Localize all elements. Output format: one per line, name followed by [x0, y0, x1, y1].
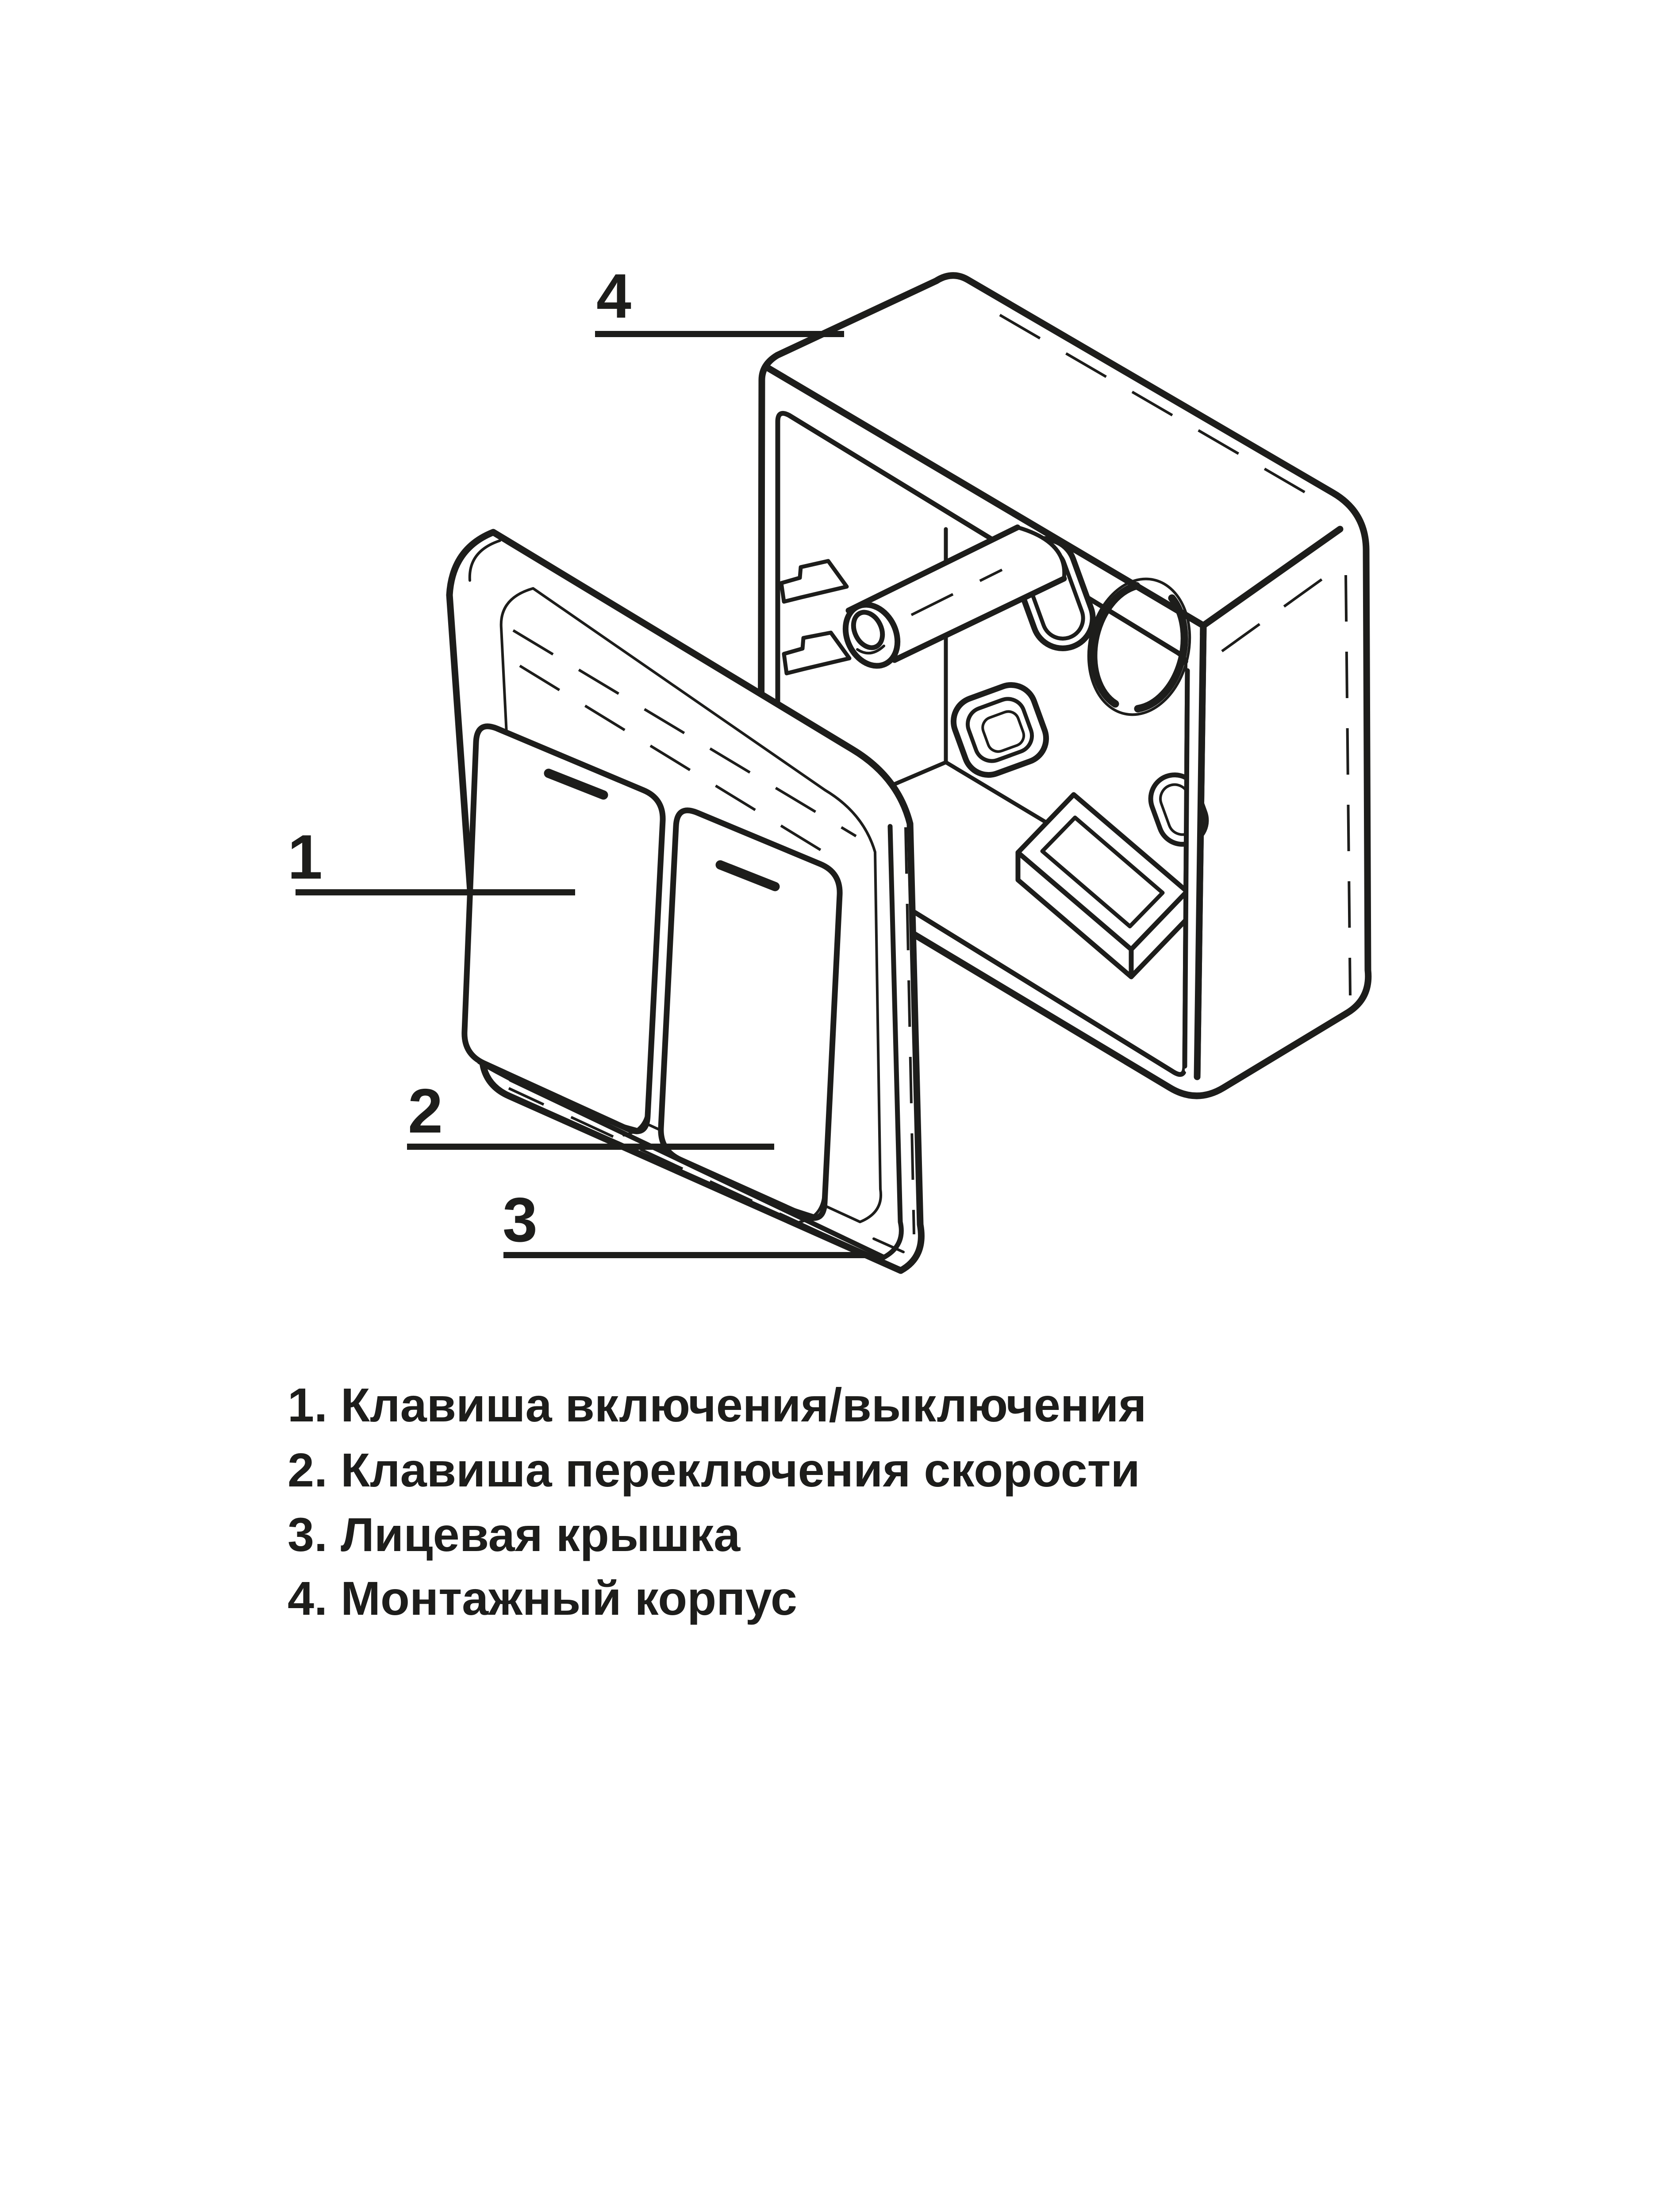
face-plate-rim-edge — [508, 824, 904, 1260]
screw-post-body-fill — [849, 527, 1064, 660]
face-plate-rim-dash-bottom — [508, 1087, 892, 1267]
screw-post — [842, 524, 1067, 669]
screw-post-bottom-line — [891, 576, 1067, 663]
mounting-clip-lower — [782, 630, 852, 676]
rocker-key-right-corner-arc — [799, 1193, 825, 1223]
knockout-circle — [1087, 577, 1191, 716]
screw-post-hole — [851, 610, 885, 650]
screw-post-end-arc — [1015, 525, 1067, 581]
frame-right-band-outer-edge — [1194, 622, 1207, 1080]
rocker-key-left-lip — [477, 1061, 637, 1130]
mounting-clip-upper — [779, 559, 849, 604]
callout-number-1: 1 — [288, 822, 323, 892]
knockout-nut-boss — [981, 710, 1025, 753]
key-indicator-left — [544, 768, 608, 800]
frame-right-band-inner-edge — [1182, 668, 1190, 1069]
right-face-edge-dash — [1221, 561, 1346, 653]
legend-line-4: 4. Монтажный корпус — [288, 1571, 797, 1625]
knockout-circle-arc-left — [1090, 582, 1141, 708]
rocker-key-left-corner-arc — [622, 1107, 649, 1137]
knockout-nut — [950, 682, 1049, 778]
top-face-edge-dash — [999, 314, 1328, 507]
face-plate-rim-tick — [872, 1237, 905, 1253]
cable-tray-inner-rim — [1040, 815, 1165, 929]
cable-tray — [1015, 792, 1190, 979]
knockout-nut-middle — [965, 697, 1034, 763]
face-plate-top-dash-2 — [519, 664, 844, 865]
rocker-key-speed — [658, 807, 843, 1223]
box-top-right-divider-edge — [1200, 526, 1344, 629]
face-plate-rim-dash-right — [904, 827, 915, 1235]
callout-number-4: 4 — [596, 261, 631, 331]
legend-line-3: 3. Лицевая крышка — [288, 1508, 741, 1561]
face-plate — [446, 529, 925, 1274]
screw-post-counterbore-arc — [856, 645, 885, 655]
legend: 1. Клавиша включения/выключения 2. Клави… — [288, 1378, 1147, 1625]
right-face-vertical-dash — [1344, 575, 1352, 996]
rocker-key-on-off — [461, 723, 666, 1137]
screw-post-top-line — [845, 524, 1021, 614]
rocker-key-right-outline — [658, 807, 843, 1221]
cable-tray-body — [1018, 795, 1187, 977]
callout-number-3: 3 — [503, 1185, 538, 1255]
legend-line-1: 1. Клавиша включения/выключения — [288, 1378, 1147, 1432]
face-plate-corner-facet — [468, 539, 501, 582]
knockout-circle-arc-right — [1134, 594, 1188, 713]
face-plate-top-dash-1 — [512, 629, 857, 837]
callout-number-2: 2 — [408, 1076, 443, 1146]
legend-line-2: 2. Клавиша переключения скорости — [288, 1443, 1140, 1497]
knockout-circle-outer — [1087, 577, 1191, 716]
key-indicator-right — [715, 860, 780, 891]
face-plate-bevel-outline — [499, 587, 882, 1223]
screw-post-axis-dash — [910, 568, 1003, 616]
rocker-key-right-lip — [673, 1157, 815, 1217]
callouts: 1 2 3 4 — [288, 261, 865, 1258]
rocker-key-left-outline — [461, 723, 666, 1134]
